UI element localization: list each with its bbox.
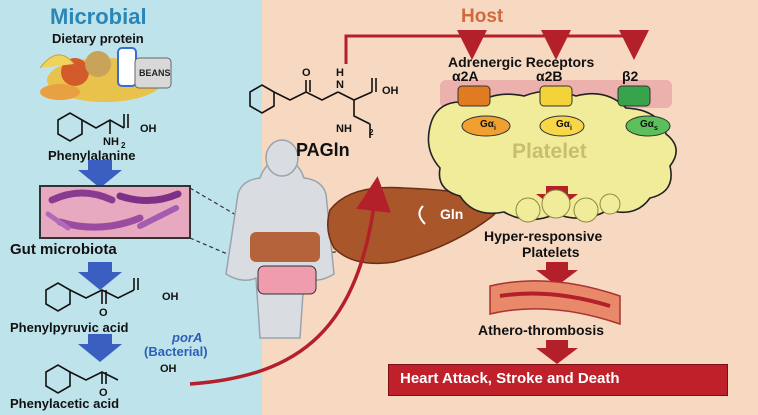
g-protein-2-label: Gαi xyxy=(556,119,572,132)
g-protein-2-icon xyxy=(539,115,585,137)
g-protein-3-text: Gα xyxy=(640,119,654,130)
human-body-icon xyxy=(225,139,335,339)
gut-microbiota-label: Gut microbiota xyxy=(10,241,117,258)
receptor-b2-label: β2 xyxy=(622,68,639,84)
host-title: Host xyxy=(461,6,504,27)
arrow-red-2 xyxy=(536,262,578,286)
outcome-label: Heart Attack, Stroke and Death xyxy=(400,370,620,387)
gln-label: Gln xyxy=(440,206,464,222)
receptor-b2-icon xyxy=(617,85,651,107)
phe-nh: NH xyxy=(103,136,119,148)
pora-label: porA xyxy=(172,330,203,345)
g-protein-1-icon xyxy=(461,115,511,137)
beans-label: BEANS xyxy=(139,68,171,78)
ppa-o: O xyxy=(99,307,108,319)
paa-o: O xyxy=(99,387,108,399)
microbiota-image xyxy=(39,185,191,239)
ppa-oh: OH xyxy=(162,291,179,303)
receptor-a2b-icon xyxy=(539,85,573,107)
arrow-blue-1 xyxy=(78,160,122,188)
paa-oh: OH xyxy=(160,363,177,375)
phe-nh-sub: 2 xyxy=(121,141,126,150)
pagln-structure xyxy=(249,78,377,138)
pagln-nh: NH xyxy=(336,123,352,135)
g-protein-3-icon xyxy=(625,115,671,137)
pagln-label: PAGln xyxy=(296,140,350,160)
arrow-blue-3 xyxy=(78,334,122,362)
bacterial-label: (Bacterial) xyxy=(144,344,208,359)
arrow-pagln xyxy=(189,176,391,386)
pagln-oh: OH xyxy=(382,85,399,97)
g-protein-3-label: Gαs xyxy=(640,119,658,132)
host-connectors xyxy=(344,30,649,64)
gln-arrow xyxy=(418,205,426,225)
microbial-title: Microbial xyxy=(50,4,147,29)
receptor-a2b-label: α2B xyxy=(536,68,563,84)
phenylalanine-structure xyxy=(57,112,129,142)
phenylacetic-structure xyxy=(45,364,119,394)
hyper-responsive-label: Hyper-responsive xyxy=(484,228,603,244)
g-protein-2-sub: i xyxy=(569,125,572,132)
phenylalanine-label: Phenylalanine xyxy=(48,148,136,163)
phenylacetic-label: Phenylacetic acid xyxy=(10,396,120,411)
phe-oh: OH xyxy=(140,123,157,135)
arrow-blue-2 xyxy=(78,262,122,290)
pagln-h: H xyxy=(336,67,344,79)
outcome-box xyxy=(388,364,728,396)
artery-icon xyxy=(489,280,621,326)
phenylpyruvic-label: Phenylpyruvic acid xyxy=(10,320,129,335)
g-protein-3-sub: s xyxy=(653,125,658,132)
g-protein-1-text: Gα xyxy=(480,119,494,130)
athero-thrombosis-label: Athero-thrombosis xyxy=(478,322,604,338)
pagln-o: O xyxy=(302,67,311,79)
platelet-label: Platelet xyxy=(512,140,587,163)
receptor-a2a-label: α2A xyxy=(452,68,479,84)
pagln-n: N xyxy=(336,79,344,91)
platelets-label: Platelets xyxy=(522,244,580,260)
pagln-nh-sub: 2 xyxy=(369,128,374,137)
dietary-protein-label: Dietary protein xyxy=(52,31,144,46)
arrow-red-3 xyxy=(536,340,578,364)
g-protein-1-sub: i xyxy=(493,125,496,132)
g-protein-2-text: Gα xyxy=(556,119,570,130)
hyper-platelets-icon xyxy=(515,189,621,223)
phenylpyruvic-structure xyxy=(45,278,139,312)
food-pile-icon xyxy=(39,47,172,102)
g-protein-1-label: Gαi xyxy=(480,119,496,132)
adrenergic-receptors-label: Adrenergic Receptors xyxy=(448,54,595,70)
receptor-a2a-icon xyxy=(457,85,491,107)
